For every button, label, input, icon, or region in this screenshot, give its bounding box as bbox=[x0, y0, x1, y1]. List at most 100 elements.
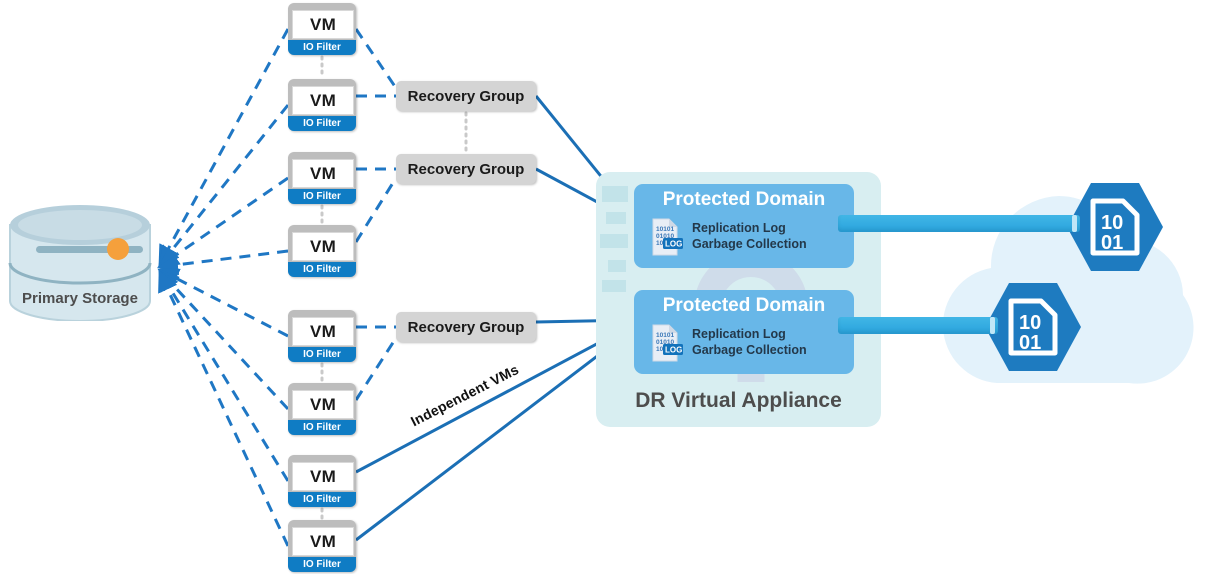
io-filter-label: IO Filter bbox=[303, 41, 341, 53]
orange-status-dot bbox=[107, 238, 129, 260]
svg-text:10: 10 bbox=[656, 240, 664, 247]
vm-body: VM bbox=[292, 232, 354, 261]
vm-box-6[interactable]: VM IO Filter bbox=[288, 383, 356, 435]
svg-text:10101: 10101 bbox=[656, 226, 674, 233]
vm-label: VM bbox=[310, 91, 336, 110]
recovery-group-1[interactable]: Recovery Group bbox=[396, 81, 536, 111]
io-filter-bar: IO Filter bbox=[288, 40, 356, 55]
vm-box-2[interactable]: VM IO Filter bbox=[288, 79, 356, 131]
link-storage-vm-1 bbox=[158, 28, 290, 267]
link-storage-vm-6 bbox=[157, 268, 290, 411]
protected-domain-body: 10101 01010 10 LOG Replication Log Garba… bbox=[650, 323, 807, 363]
deco-square bbox=[608, 260, 626, 272]
io-filter-label: IO Filter bbox=[303, 263, 341, 275]
svg-text:LOG: LOG bbox=[665, 346, 682, 355]
vm-box-5[interactable]: VM IO Filter bbox=[288, 310, 356, 362]
io-filter-label: IO Filter bbox=[303, 348, 341, 360]
vm-box-7[interactable]: VM IO Filter bbox=[288, 455, 356, 507]
link-vm8-pd2 bbox=[355, 323, 639, 542]
deco-square bbox=[602, 186, 628, 202]
io-filter-bar: IO Filter bbox=[288, 492, 356, 507]
recovery-group-3[interactable]: Recovery Group bbox=[396, 312, 536, 342]
svg-text:10: 10 bbox=[1019, 312, 1041, 334]
recovery-group-label: Recovery Group bbox=[407, 160, 525, 178]
io-filter-bar: IO Filter bbox=[288, 347, 356, 362]
io-filter-bar: IO Filter bbox=[288, 189, 356, 204]
protected-domain-body: 10101 01010 10 LOG Replication Log Garba… bbox=[650, 217, 807, 257]
link-storage-vm-7 bbox=[158, 269, 290, 482]
protected-domain-title: Protected Domain bbox=[662, 189, 826, 210]
link-storage-vm-4 bbox=[157, 249, 289, 276]
hexagon-data-object-icon: 10 01 bbox=[985, 283, 1081, 371]
io-filter-bar: IO Filter bbox=[288, 262, 356, 277]
replication-log-icon: 10101 01010 10 LOG bbox=[652, 218, 683, 256]
hexagon-data-object-icon: 10 01 bbox=[1067, 183, 1163, 271]
database-cylinder-icon bbox=[8, 205, 152, 322]
io-filter-bar: IO Filter bbox=[288, 420, 356, 435]
link-vm4-rg2 bbox=[354, 177, 398, 243]
protected-domain-2[interactable]: Protected Domain 10101 01010 10 LOG Repl… bbox=[634, 290, 854, 374]
io-filter-bar: IO Filter bbox=[288, 557, 356, 572]
vm-label: VM bbox=[310, 15, 336, 34]
primary-storage-label: Primary Storage bbox=[22, 290, 138, 307]
svg-text:01010: 01010 bbox=[656, 233, 674, 240]
svg-text:10101: 10101 bbox=[656, 332, 674, 339]
link-storage-vm-2 bbox=[158, 104, 290, 268]
link-storage-vm-5 bbox=[157, 268, 289, 338]
svg-text:10: 10 bbox=[1101, 212, 1123, 234]
replication-pipe-1 bbox=[838, 215, 1080, 232]
io-filter-label: IO Filter bbox=[303, 558, 341, 570]
io-filter-label: IO Filter bbox=[303, 117, 341, 129]
dr-virtual-appliance-label: DR Virtual Appliance bbox=[635, 389, 842, 412]
svg-text:LOG: LOG bbox=[665, 240, 682, 249]
svg-text:01010: 01010 bbox=[656, 339, 674, 346]
vm-box-3[interactable]: VM IO Filter bbox=[288, 152, 356, 204]
vm-box-1[interactable]: VM IO Filter bbox=[288, 3, 356, 55]
vm-box-4[interactable]: VM IO Filter bbox=[288, 225, 356, 277]
recovery-group-2[interactable]: Recovery Group bbox=[396, 154, 536, 184]
io-filter-label: IO Filter bbox=[303, 493, 341, 505]
vm-label: VM bbox=[310, 164, 336, 183]
garbage-collection-label: Garbage Collection bbox=[692, 237, 807, 251]
replication-pipe-2 bbox=[838, 317, 998, 334]
primary-storage: Primary Storage bbox=[8, 205, 152, 322]
vm-label: VM bbox=[310, 322, 336, 341]
vm-label: VM bbox=[310, 395, 336, 414]
vm-body: VM bbox=[292, 390, 354, 419]
replication-log-icon: 10101 01010 10 LOG bbox=[652, 324, 683, 362]
vm-body: VM bbox=[292, 317, 354, 346]
vm-box-8[interactable]: VM IO Filter bbox=[288, 520, 356, 572]
link-storage-vm-3 bbox=[157, 176, 289, 268]
deco-square bbox=[602, 280, 626, 292]
io-filter-bar: IO Filter bbox=[288, 116, 356, 131]
storage-object-2[interactable]: 10 01 bbox=[985, 279, 1081, 375]
protected-domain-desc: Replication Log Garbage Collection bbox=[692, 327, 807, 358]
vm-body: VM bbox=[292, 86, 354, 115]
replication-pipe-1-cap bbox=[1072, 215, 1077, 232]
vm-label: VM bbox=[310, 532, 336, 551]
recovery-group-label: Recovery Group bbox=[407, 87, 525, 105]
storage-object-1[interactable]: 10 01 bbox=[1067, 179, 1163, 275]
protected-domain-title: Protected Domain bbox=[662, 295, 826, 316]
recovery-group-label: Recovery Group bbox=[407, 318, 525, 336]
link-vm7-pd2 bbox=[355, 320, 639, 474]
link-vm6-rg3 bbox=[354, 337, 398, 401]
svg-text:01: 01 bbox=[1101, 232, 1123, 254]
protected-domain-desc: Replication Log Garbage Collection bbox=[692, 221, 807, 252]
vm-body: VM bbox=[292, 462, 354, 491]
vm-label: VM bbox=[310, 237, 336, 256]
svg-text:01: 01 bbox=[1019, 332, 1041, 354]
replication-log-label: Replication Log bbox=[692, 327, 786, 342]
svg-text:10: 10 bbox=[656, 346, 664, 353]
replication-log-label: Replication Log bbox=[692, 221, 786, 236]
vm-label: VM bbox=[310, 467, 336, 486]
vm-body: VM bbox=[292, 159, 354, 188]
replication-pipe-2-cap bbox=[990, 317, 995, 334]
dr-virtual-appliance: Protected Domain 10101 01010 10 LOG Repl… bbox=[596, 172, 881, 427]
link-vm1-rg1 bbox=[354, 28, 398, 89]
vm-body: VM bbox=[292, 10, 354, 39]
vm-body: VM bbox=[292, 527, 354, 556]
protected-domain-1[interactable]: Protected Domain 10101 01010 10 LOG Repl… bbox=[634, 184, 854, 268]
deco-square bbox=[606, 212, 626, 224]
